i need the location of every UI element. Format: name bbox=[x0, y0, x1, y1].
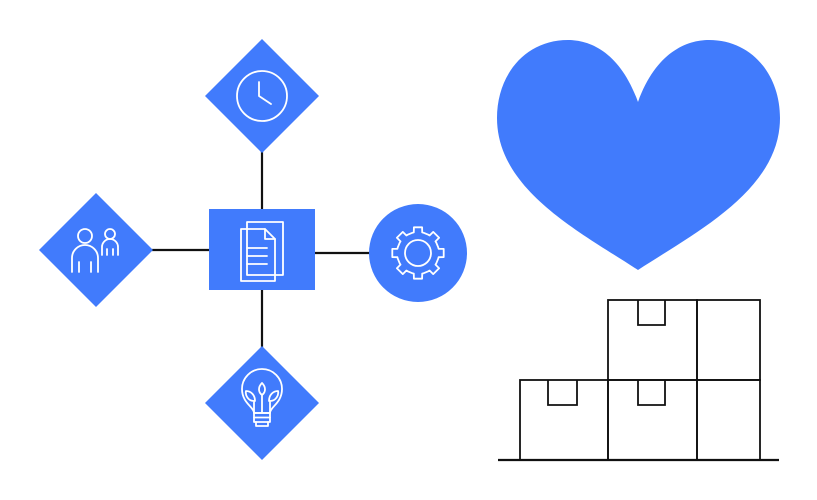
box bbox=[519, 379, 609, 461]
box bbox=[607, 299, 698, 381]
box-tape bbox=[547, 380, 578, 406]
right-circle-node bbox=[369, 204, 467, 302]
clock-icon bbox=[236, 70, 288, 122]
gear-icon bbox=[391, 226, 445, 280]
top-diamond-node bbox=[205, 39, 319, 153]
box-tape bbox=[637, 380, 666, 406]
box bbox=[696, 379, 761, 461]
connector-lines bbox=[152, 150, 370, 348]
people-icon bbox=[71, 228, 119, 273]
lightbulb-icon bbox=[241, 368, 283, 427]
heart-icon bbox=[497, 40, 780, 270]
nodes bbox=[39, 39, 467, 460]
stacked-boxes bbox=[498, 299, 779, 462]
box bbox=[607, 379, 698, 461]
documents-icon bbox=[240, 221, 284, 282]
box bbox=[696, 299, 761, 381]
box-tape bbox=[637, 300, 666, 326]
